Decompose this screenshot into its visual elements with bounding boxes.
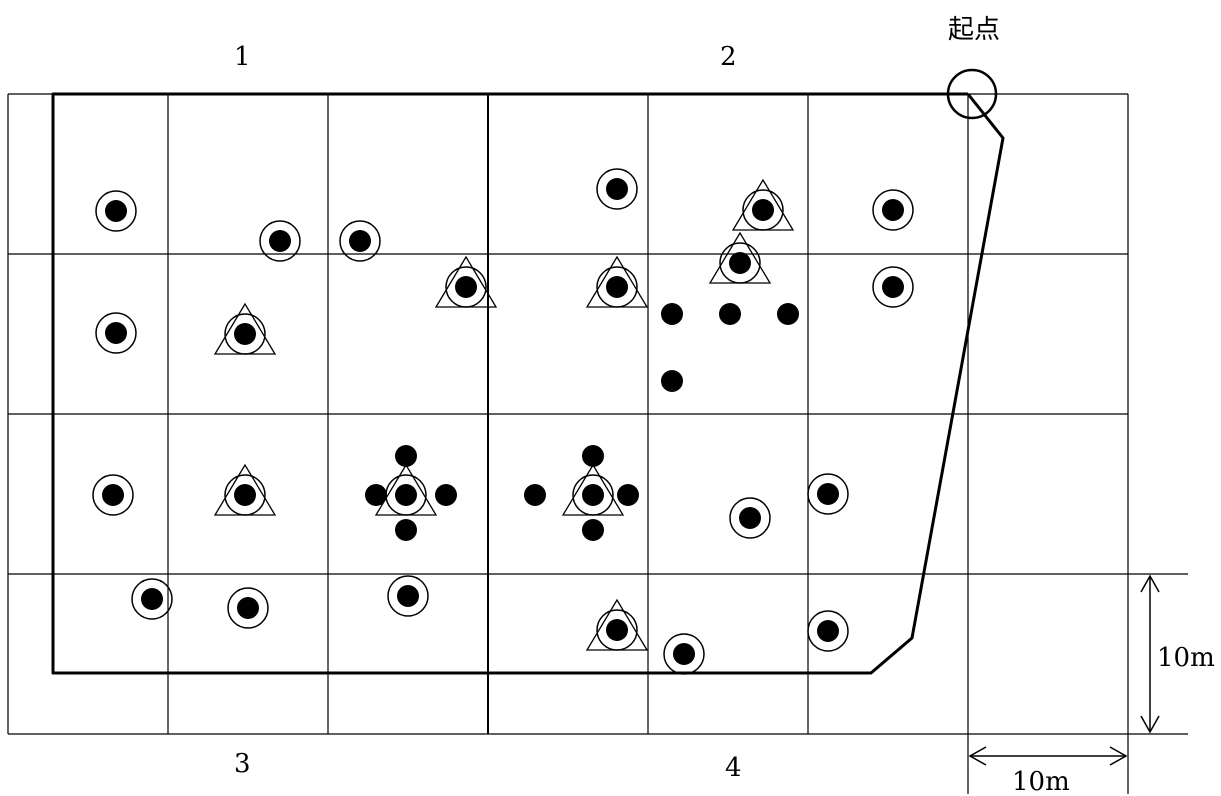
triangle-ringed-dot-icon [213, 302, 277, 355]
triangle-ringed-dot-icon [561, 463, 625, 516]
ringed-dot-icon [729, 497, 771, 539]
ringed-dot-icon [131, 578, 173, 620]
dot-icon [661, 303, 683, 325]
scale-label-vertical: 10m [1157, 643, 1215, 673]
ringed-dot-icon [259, 220, 301, 262]
ringed-dot-icon [339, 220, 381, 262]
scale-bar-horizontal [968, 746, 1128, 766]
ringed-dot-icon [95, 312, 137, 354]
scale-bar-vertical [1140, 574, 1160, 734]
dot-icon [582, 519, 604, 541]
ringed-dot-icon [387, 575, 429, 617]
triangle-ringed-dot-icon [374, 463, 438, 516]
site-boundary [51, 92, 1005, 734]
survey-grid [7, 93, 1188, 794]
triangle-ringed-dot-icon [708, 231, 772, 284]
dot-icon [661, 370, 683, 392]
triangle-ringed-dot-icon [731, 178, 795, 231]
quadrant-label-3: 3 [234, 749, 251, 779]
ringed-dot-icon [227, 587, 269, 629]
start-point-icon [946, 68, 998, 120]
dot-icon [395, 445, 417, 467]
quadrant-label-1: 1 [234, 42, 251, 72]
dot-icon [365, 484, 387, 506]
ringed-dot-icon [872, 189, 914, 231]
ringed-dot-icon [807, 610, 849, 652]
marker-layer [92, 168, 914, 675]
ringed-dot-icon [807, 473, 849, 515]
quadrant-label-4: 4 [725, 753, 742, 783]
dot-icon [719, 303, 741, 325]
ringed-dot-icon [596, 168, 638, 210]
ringed-dot-icon [872, 266, 914, 308]
ringed-dot-icon [663, 633, 705, 675]
triangle-ringed-dot-icon [434, 255, 498, 308]
triangle-ringed-dot-icon [585, 255, 649, 308]
dot-icon [435, 484, 457, 506]
dot-icon [524, 484, 546, 506]
dot-icon [395, 519, 417, 541]
quadrant-label-2: 2 [720, 42, 737, 72]
triangle-ringed-dot-icon [585, 598, 649, 651]
scale-label-horizontal: 10m [1012, 767, 1070, 796]
dot-icon [777, 303, 799, 325]
dot-icon [582, 445, 604, 467]
dot-icon [617, 484, 639, 506]
ringed-dot-icon [95, 190, 137, 232]
start-point-label: 起点 [948, 15, 1000, 45]
ringed-dot-icon [92, 474, 134, 516]
triangle-ringed-dot-icon [213, 463, 277, 516]
